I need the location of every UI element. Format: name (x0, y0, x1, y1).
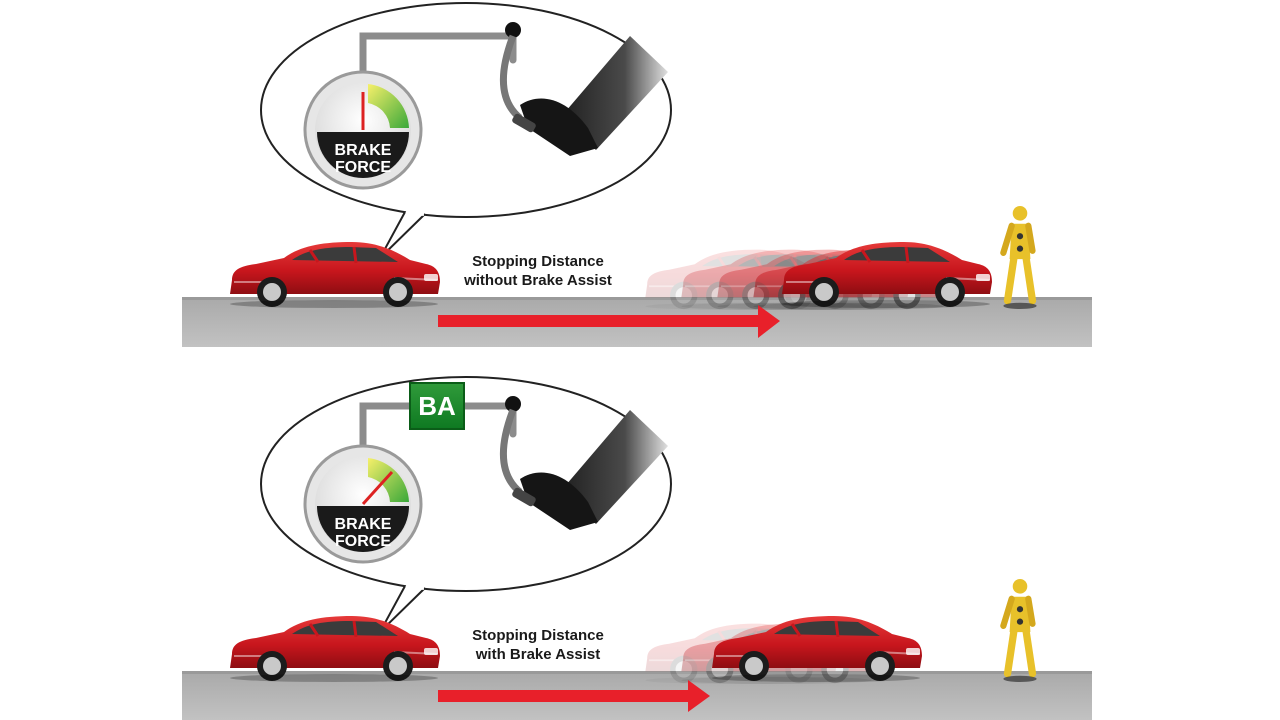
pedestrian-dummy-icon (1003, 206, 1036, 309)
brake-force-gauge (303, 70, 423, 190)
illustration-bottom (228, 376, 1280, 712)
illustration-top (228, 2, 1280, 338)
car-start (228, 240, 441, 308)
stopping-distance-arrow (438, 680, 710, 712)
pedal-arm (499, 408, 523, 495)
caption-with-brake-assist: Stopping Distance with Brake Assist (472, 627, 604, 663)
gauge-label: BRAKE FORCE (334, 142, 392, 176)
gauge-label: BRAKE FORCE (334, 516, 392, 550)
gauge-needle (361, 470, 394, 506)
brake-force-gauge (303, 444, 423, 564)
driver-leg-icon (512, 410, 668, 530)
brake-line (359, 32, 517, 84)
pedal-pivot-icon (505, 22, 521, 38)
panel-without-brake-assist: BRAKE FORCE Stopping Distance without Br… (182, 2, 1280, 347)
pedal-arm (499, 34, 523, 121)
stopping-distance-arrow (438, 305, 780, 338)
driver-leg-icon (512, 36, 668, 156)
panel-with-brake-assist: BA BRAKE FORCE Stopping Distance with Br… (0, 360, 1280, 720)
caption-without-brake-assist: Stopping Distance without Brake Assist (464, 253, 612, 289)
pedal-pivot-icon (505, 396, 521, 412)
pedestrian-dummy-icon (1003, 579, 1036, 682)
car-start (228, 614, 441, 682)
brake-assist-badge: BA (409, 382, 465, 430)
